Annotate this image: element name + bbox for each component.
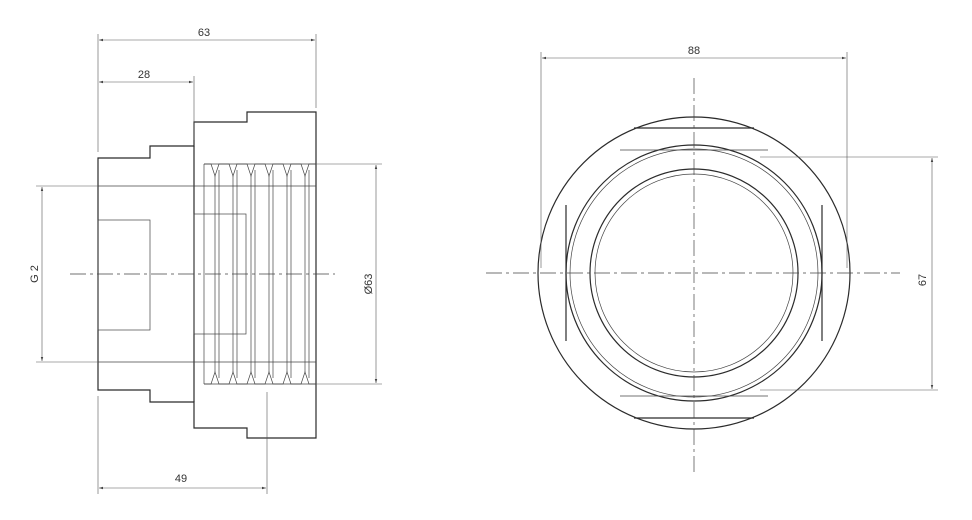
front-view: 88 67 [486,45,938,476]
dim-overall-length: 63 [198,27,210,39]
side-profile-outline [97,111,317,439]
dim-thread-length: 49 [175,473,187,485]
dim-outer-diameter: 88 [688,45,700,57]
dim-inlet-thread: G 2 [29,265,41,283]
dim-hex-length: 28 [138,69,150,81]
dim-outlet-diameter: Ø63 [363,274,375,295]
dim-height: 67 [917,274,929,286]
inner-recess [97,219,151,331]
side-view: 63 28 49 G 2 Ø63 [29,27,382,494]
